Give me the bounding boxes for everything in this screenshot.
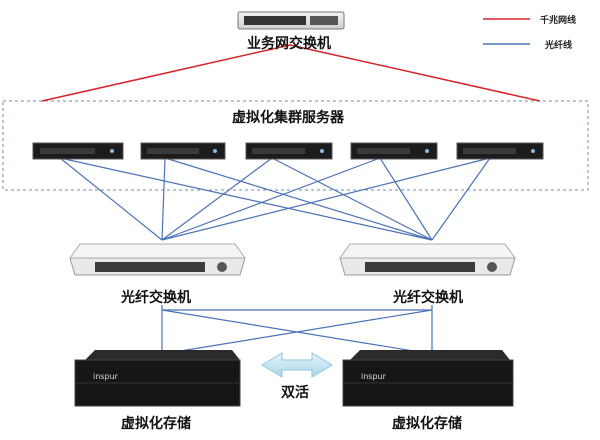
server-2 bbox=[140, 142, 226, 160]
legend-gigabit-label: 千兆网线 bbox=[540, 16, 577, 26]
cluster-label: 虚拟化集群服务器 bbox=[232, 110, 344, 126]
storage-left-label: 虚拟化存储 bbox=[121, 416, 191, 432]
fc-switch-right-label: 光纤交换机 bbox=[393, 290, 463, 306]
active-active-label: 双活 bbox=[281, 385, 309, 401]
fiber-links-servers bbox=[59, 157, 491, 241]
server-3 bbox=[245, 142, 333, 160]
business-switch-label: 业务网交换机 bbox=[247, 36, 331, 52]
business-switch bbox=[237, 11, 345, 30]
server-1 bbox=[32, 142, 124, 160]
fiber-links-storage bbox=[161, 305, 433, 355]
server-4 bbox=[350, 142, 438, 160]
storage-right-label: 虚拟化存储 bbox=[392, 416, 462, 432]
fc-switch-right bbox=[339, 243, 516, 276]
fc-switch-left bbox=[69, 243, 246, 276]
active-active-arrow bbox=[261, 352, 333, 378]
server-5 bbox=[456, 142, 544, 160]
storage-left bbox=[74, 350, 241, 407]
gigabit-links bbox=[41, 44, 541, 102]
legend-fiber-label: 光纤线 bbox=[545, 41, 573, 51]
storage-right bbox=[342, 350, 514, 407]
storage-left-brand: inspur bbox=[93, 372, 118, 381]
fc-switch-left-label: 光纤交换机 bbox=[121, 290, 191, 306]
storage-right-brand: inspur bbox=[361, 372, 386, 381]
